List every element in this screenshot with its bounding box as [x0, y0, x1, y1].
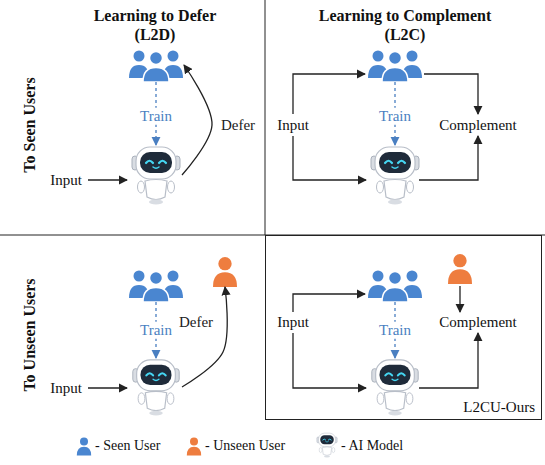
edge-label: Defer — [219, 117, 257, 134]
input-label: Input — [277, 116, 309, 134]
unseen-user-icon-art — [446, 252, 474, 284]
edge-label: Defer — [177, 314, 215, 331]
legend-sample — [316, 432, 338, 458]
row-header: To Seen Users — [20, 77, 39, 172]
ai-model-robot — [369, 145, 421, 205]
seen-users-icon-art — [367, 268, 423, 302]
complement-label: Complement — [439, 116, 517, 134]
legend-sample-shape — [317, 433, 337, 457]
grid-line — [265, 0, 266, 235]
seen-users-icon-shape — [129, 51, 183, 83]
legend-sample-shape — [77, 438, 91, 456]
input-label: Input — [50, 171, 82, 189]
ai-model-robot — [369, 358, 421, 416]
seen-users-icon — [367, 48, 423, 82]
input-arrow — [293, 294, 365, 312]
unseen-user-icon-shape — [213, 257, 237, 287]
complement-arrow — [419, 333, 478, 388]
seen-users-icon — [128, 268, 184, 302]
complement-label: Complement — [439, 313, 517, 331]
edge-label: Train — [138, 108, 174, 125]
connector-arrow — [182, 287, 227, 387]
legend-sample — [186, 436, 202, 456]
complement-arrow — [424, 74, 478, 114]
input-label: Input — [277, 313, 309, 331]
column-header: Learning to Complement (L2C) — [310, 6, 500, 44]
row-header: To Unseen Users — [20, 278, 39, 391]
complement-arrow — [459, 286, 460, 312]
ai-model-robot-art — [130, 145, 182, 205]
input-arrow — [293, 136, 366, 180]
seen-users-icon-shape — [368, 271, 422, 303]
seen-users-icon-shape — [129, 271, 183, 303]
legend-sample-shape — [187, 438, 201, 456]
input-label: Input — [50, 379, 82, 397]
seen-users-icon-shape — [368, 51, 422, 83]
input-arrow — [88, 387, 127, 388]
seen-users-icon — [128, 48, 184, 82]
seen-users-icon-art — [367, 48, 423, 82]
edge-label: Train — [377, 322, 413, 339]
column-header: Learning to Defer (L2D) — [80, 6, 230, 44]
input-arrow — [293, 333, 366, 388]
ai-model-robot-art — [369, 145, 421, 205]
ai-model-robot-shape — [132, 147, 180, 205]
edge-label: Train — [377, 108, 413, 125]
seen-users-icon-art — [128, 48, 184, 82]
unseen-user-icon-art — [211, 255, 239, 287]
seen-users-icon-art — [128, 268, 184, 302]
ai-model-robot-shape — [372, 360, 418, 416]
edge-label: Train — [138, 322, 174, 339]
ai-model-robot-shape — [133, 360, 179, 416]
ai-model-robot — [130, 358, 182, 416]
unseen-user-icon — [211, 255, 239, 287]
legend-text: - Seen User — [95, 438, 160, 454]
input-arrow — [88, 179, 127, 180]
ai-model-robot-shape — [371, 147, 419, 205]
node-title: L2CU-Ours — [463, 399, 535, 416]
ai-model-robot-art — [369, 358, 421, 416]
legend-text: - Unseen User — [205, 438, 285, 454]
legend-text: - AI Model — [341, 438, 403, 454]
ai-model-robot — [130, 145, 182, 205]
input-arrow — [293, 74, 365, 114]
complement-arrow — [419, 136, 478, 180]
ai-model-robot-art — [130, 358, 182, 416]
unseen-user-icon-shape — [448, 254, 472, 284]
seen-users-icon — [367, 268, 423, 302]
unseen-user-icon — [446, 252, 474, 284]
connector-arrow — [182, 65, 212, 175]
legend-sample — [76, 436, 92, 456]
